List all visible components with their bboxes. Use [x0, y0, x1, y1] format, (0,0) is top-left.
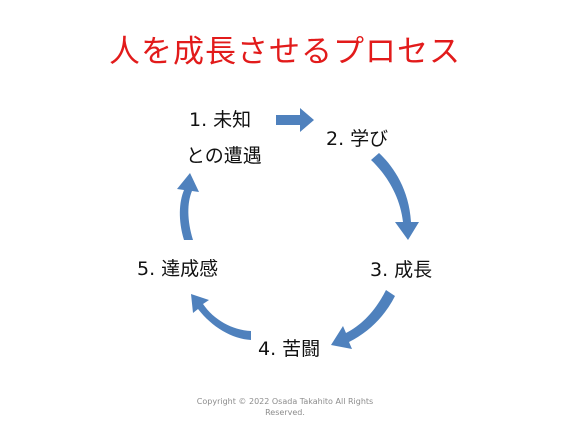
- arrow-4-to-5: [191, 294, 251, 340]
- copyright-line-2: Reserved.: [265, 408, 305, 417]
- copyright-line-1: Copyright © 2022 Osada Takahito All Righ…: [196, 397, 374, 406]
- step-1-label: 1. 未知: [189, 109, 252, 131]
- step-4-label: 4. 苦闘: [258, 338, 321, 360]
- arrow-1-to-2: [276, 108, 314, 132]
- step-5-label: 5. 達成感: [137, 258, 219, 280]
- step-3-label: 3. 成長: [370, 259, 433, 281]
- arrow-2-to-3: [371, 153, 419, 240]
- arrow-3-to-4: [331, 290, 395, 349]
- arrow-5-to-1: [177, 173, 199, 240]
- step-2-label: 2. 学び: [326, 128, 389, 150]
- page-title: 人を成長させるプロセス: [109, 34, 461, 70]
- copyright-notice: Copyright © 2022 Osada Takahito All Righ…: [190, 396, 380, 418]
- step-1-label-line2: との遭遇: [186, 145, 262, 167]
